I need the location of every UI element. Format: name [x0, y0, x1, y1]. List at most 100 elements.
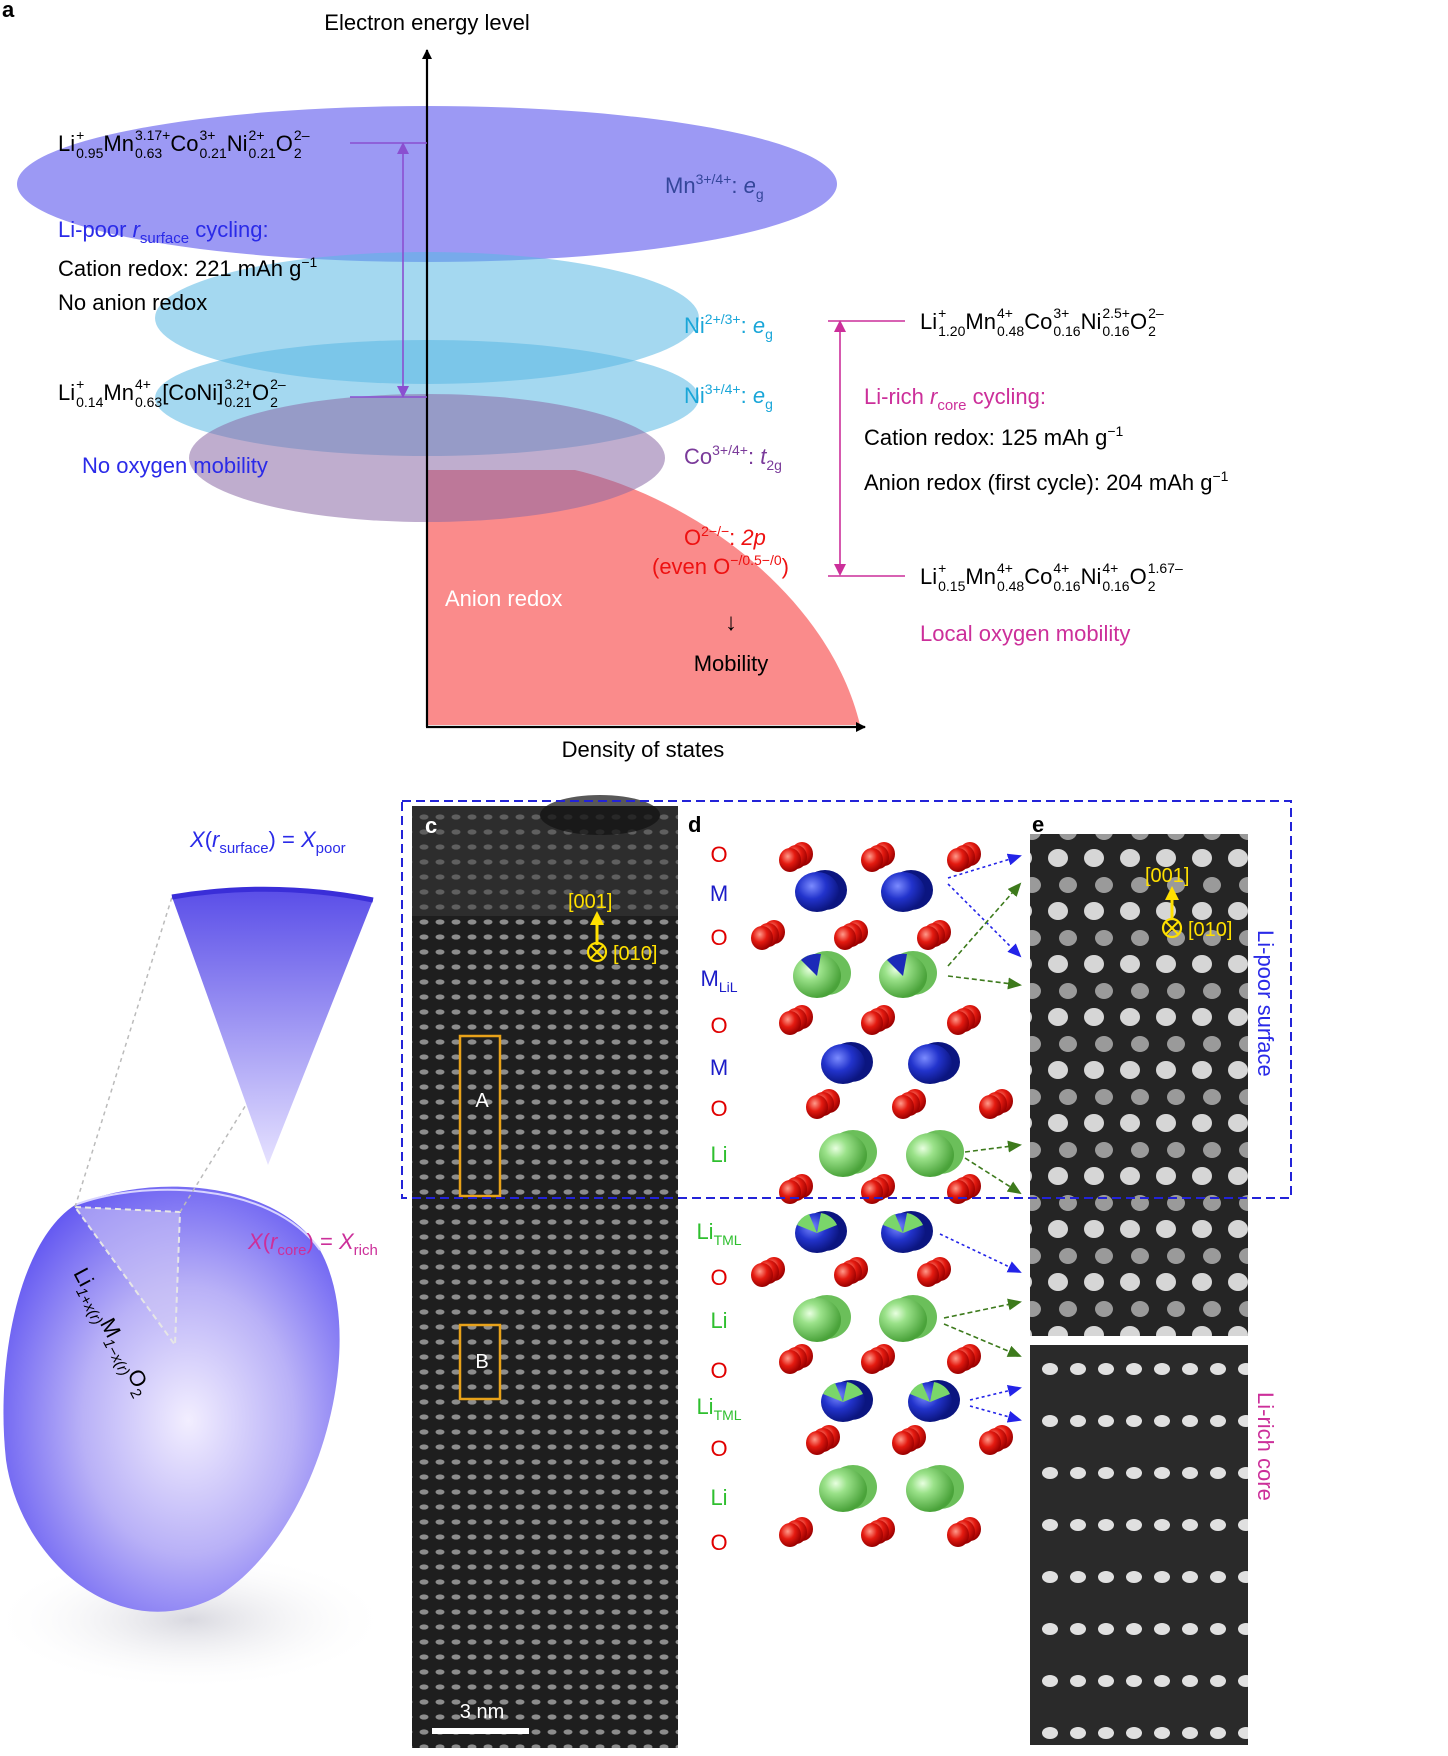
formula-element: Ni [227, 131, 248, 156]
mapping-arrows [939, 853, 1022, 1423]
lithium-atom [906, 1468, 954, 1512]
oxygen-atom [751, 1263, 773, 1287]
formula-charge: 2+ [249, 127, 265, 143]
mixed-site-wedge [817, 1213, 837, 1233]
formula-element: Co [170, 131, 198, 156]
hemisphere [3, 1186, 340, 1612]
oxygen-atom [861, 1011, 883, 1035]
mobility-label: Mobility [694, 651, 769, 676]
formula-charge: + [76, 127, 84, 143]
formula-element: [CoNi] [162, 380, 223, 405]
layer-label: O [710, 925, 727, 950]
stem-dir-001: [001] [568, 891, 612, 913]
oxygen-atom [892, 1431, 914, 1455]
region-label-a: A [475, 1090, 489, 1112]
o-band-label: O2−/−: 2p [684, 523, 766, 550]
right-anion: Anion redox (first cycle): 204 mAh g−1 [864, 468, 1229, 495]
enlarged-wedge [172, 889, 373, 1165]
formula-subscript: 0.16 [1102, 578, 1129, 594]
formula-subscript: 0.16 [1053, 323, 1080, 339]
right-cation: Cation redox: 125 mAh g−1 [864, 423, 1124, 450]
formula-charge: 4+ [1053, 560, 1069, 576]
layer-label: Li [710, 1142, 727, 1167]
layer-label: M [710, 1055, 728, 1080]
formula-subscript: 2 [1148, 578, 1156, 594]
lithium-atom [879, 1298, 927, 1342]
layer-label: LiTML [696, 1219, 741, 1248]
left-cation: Cation redox: 221 mAh g−1 [58, 254, 318, 281]
formula-element: O [276, 131, 293, 156]
layer-label: M [710, 881, 728, 906]
layer-label: LiTML [696, 1394, 741, 1423]
ni34-band-label: Ni3+/4+: eg [684, 381, 773, 412]
formula-subscript: 2 [1148, 323, 1156, 339]
formula-subscript: 0.63 [135, 145, 162, 161]
formula-charge: 2– [1148, 305, 1164, 321]
o-2p-band [427, 470, 860, 725]
oxygen-atom [947, 1180, 969, 1204]
oxygen-atom [917, 1263, 939, 1287]
zoom-dir-in-cross [1165, 921, 1179, 935]
formula-charge: 3.2+ [224, 376, 252, 392]
layer-label: Li [710, 1485, 727, 1510]
core-composition-label: X(rcore) = Xrich [247, 1229, 378, 1259]
layer-label: O [710, 842, 727, 867]
panel-label-e: e [1032, 812, 1044, 837]
region-box-b [458, 1323, 502, 1401]
formula-element: Li [58, 131, 75, 156]
lithium-atom [906, 1133, 954, 1177]
right-title: Li-rich rcore cycling: [864, 384, 1046, 414]
mn-band-label: Mn3+/4+: eg [665, 171, 764, 202]
formula-charge: 1.67– [1148, 560, 1183, 576]
scale-bar-label: 3 nm [460, 1701, 504, 1723]
oxygen-atom [979, 1431, 1001, 1455]
formula-subscript: 0.95 [76, 145, 103, 161]
region-label-b: B [475, 1351, 488, 1373]
oxygen-atom [861, 848, 883, 872]
co-band-label: Co3+/4+: t2g [684, 442, 782, 473]
stem-dir-010: [010] [613, 943, 657, 965]
mixed-site-wedge [883, 1214, 903, 1233]
layer-label: MLiL [700, 966, 737, 995]
oxygen-atom [834, 926, 856, 950]
oxygen-atom [779, 1180, 801, 1204]
lithium-atom [793, 1298, 841, 1342]
metal-atom [908, 1044, 952, 1084]
formula-element: Mn [965, 309, 996, 334]
atom-model [751, 842, 1013, 1547]
formula-element: Li [58, 380, 75, 405]
formula-element: Co [1024, 564, 1052, 589]
formula-element: O [1130, 564, 1147, 589]
anion-redox-label: Anion redox [445, 586, 562, 611]
surface-region-frame [401, 800, 1292, 1199]
left-title: Li-poor rsurface cycling: [58, 217, 269, 247]
mixed-site-wedge [930, 1382, 950, 1402]
mixed-site-wedge [887, 953, 907, 976]
oxygen-atom [861, 1350, 883, 1374]
formula-element: Ni [1081, 309, 1102, 334]
layer-label: O [710, 1096, 727, 1121]
formula-subscript: 0.48 [997, 578, 1024, 594]
oxygen-atom [947, 1011, 969, 1035]
mixed-site-wedge [797, 1214, 817, 1233]
formula-charge: 3+ [200, 127, 216, 143]
formula-element: Ni [1081, 564, 1102, 589]
side-label-core: Li-rich core [1253, 1392, 1278, 1501]
formula-subscript: 0.63 [135, 394, 162, 410]
scale-bar [432, 1728, 529, 1734]
mixed-site-wedge [903, 1213, 923, 1233]
side-label-surface: Li-poor surface [1253, 930, 1278, 1077]
zoom-dir-001: [001] [1145, 865, 1189, 887]
layer-label: Li [710, 1308, 727, 1333]
formula-element: Co [1024, 309, 1052, 334]
stem-dir-in-cross [590, 945, 604, 959]
metal-atom [821, 1044, 865, 1084]
layer-label: O [710, 1358, 727, 1383]
right-mobility: Local oxygen mobility [920, 621, 1130, 646]
cut-wedge [72, 1205, 182, 1348]
formula-element: O [1130, 309, 1147, 334]
